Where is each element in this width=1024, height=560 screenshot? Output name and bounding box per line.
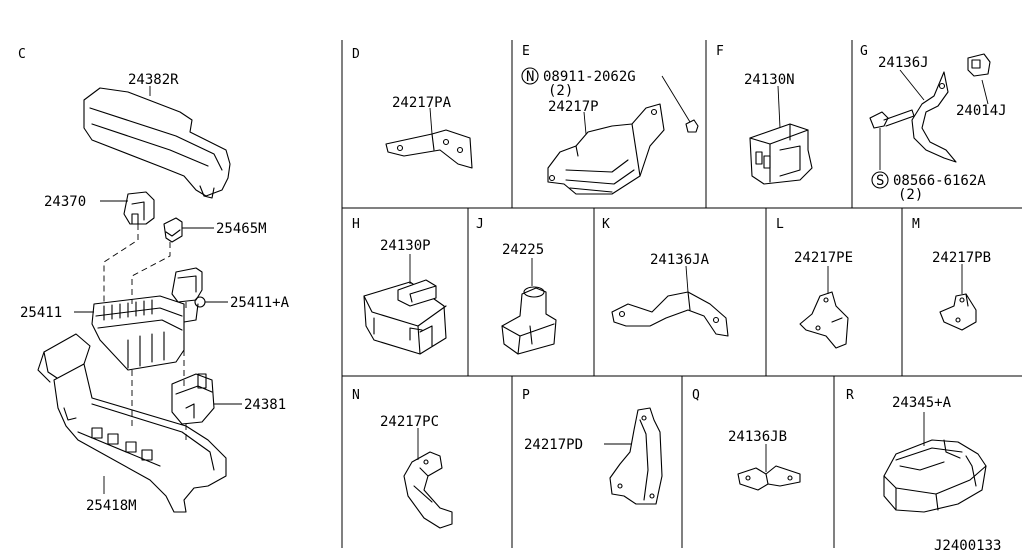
section-h-drawing bbox=[363, 254, 447, 355]
relay-25465m bbox=[163, 217, 183, 243]
section-f-letter: F bbox=[716, 44, 724, 59]
label-25411: 25411 bbox=[20, 305, 62, 321]
n-symbol-icon bbox=[521, 67, 539, 85]
label-24136jb: 24136JB bbox=[728, 429, 787, 445]
section-g-letter: G bbox=[860, 44, 868, 59]
section-m-letter: M bbox=[912, 217, 920, 232]
label-24381: 24381 bbox=[244, 397, 286, 413]
diagram-id: J2400133 bbox=[934, 538, 1001, 554]
section-q-drawing bbox=[737, 444, 801, 491]
section-d-drawing bbox=[385, 107, 473, 169]
g-bolt-symbol: S bbox=[876, 173, 884, 189]
e-bolt-symbol: N bbox=[526, 69, 534, 85]
section-q-letter: Q bbox=[692, 388, 700, 403]
label-24217pc: 24217PC bbox=[380, 414, 439, 430]
section-letters: C D E F G H J K L M N P Q R bbox=[18, 44, 920, 403]
bracket-25418m bbox=[37, 333, 227, 513]
section-r-drawing bbox=[883, 412, 987, 513]
label-24217pa: 24217PA bbox=[392, 95, 452, 111]
section-p-drawing bbox=[604, 407, 663, 505]
section-e-letter: E bbox=[522, 44, 530, 59]
label-24130p: 24130P bbox=[380, 238, 431, 254]
section-c-labels: 24382R 24370 25465M 25411 25411+A 24381 … bbox=[20, 72, 290, 514]
relay-24370 bbox=[123, 191, 155, 225]
label-g-qty: (2) bbox=[898, 187, 923, 203]
section-j-drawing bbox=[501, 258, 557, 355]
label-08566-6162a: 08566-6162A bbox=[893, 173, 986, 189]
label-24217pe: 24217PE bbox=[794, 250, 853, 266]
section-l-drawing bbox=[799, 266, 849, 349]
panel-grid bbox=[341, 40, 1022, 548]
label-24136j: 24136J bbox=[878, 55, 929, 71]
section-k-letter: K bbox=[602, 217, 610, 232]
label-24382r: 24382R bbox=[128, 72, 179, 88]
relay-24381 bbox=[171, 373, 215, 425]
label-25411a: 25411+A bbox=[230, 295, 290, 311]
label-25418m: 25418M bbox=[86, 498, 137, 514]
section-k-drawing bbox=[611, 265, 729, 337]
section-l-letter: L bbox=[776, 217, 784, 232]
section-n-drawing bbox=[403, 428, 453, 529]
section-n-letter: N bbox=[352, 388, 360, 403]
label-24136ja: 24136JA bbox=[650, 252, 710, 268]
label-24345a: 24345+A bbox=[892, 395, 952, 411]
section-c-drawing bbox=[37, 86, 242, 513]
section-m-drawing bbox=[939, 264, 977, 331]
label-24217p: 24217P bbox=[548, 99, 599, 115]
label-08911-2062g: 08911-2062G bbox=[543, 69, 636, 85]
section-f-drawing bbox=[749, 85, 813, 185]
section-r-letter: R bbox=[846, 388, 854, 403]
label-24217pb: 24217PB bbox=[932, 250, 991, 266]
label-24130n: 24130N bbox=[744, 72, 795, 88]
section-d-letter: D bbox=[352, 47, 360, 62]
section-h-letter: H bbox=[352, 217, 360, 232]
label-24217pd: 24217PD bbox=[524, 437, 583, 453]
connector-25411a bbox=[171, 267, 206, 323]
label-24370: 24370 bbox=[44, 194, 86, 210]
section-p-letter: P bbox=[522, 388, 530, 403]
section-j-letter: J bbox=[476, 217, 484, 232]
section-c-letter: C bbox=[18, 47, 26, 62]
label-24014j: 24014J bbox=[956, 103, 1007, 119]
label-24225: 24225 bbox=[502, 242, 544, 258]
section-g-drawing bbox=[869, 53, 991, 189]
fuse-block-25411 bbox=[91, 295, 185, 371]
section-e-drawing bbox=[521, 67, 699, 195]
label-25465m: 25465M bbox=[216, 221, 267, 237]
cover-24382r bbox=[83, 87, 231, 199]
label-e-qty: (2) bbox=[548, 83, 573, 99]
s-symbol-icon bbox=[871, 171, 889, 189]
